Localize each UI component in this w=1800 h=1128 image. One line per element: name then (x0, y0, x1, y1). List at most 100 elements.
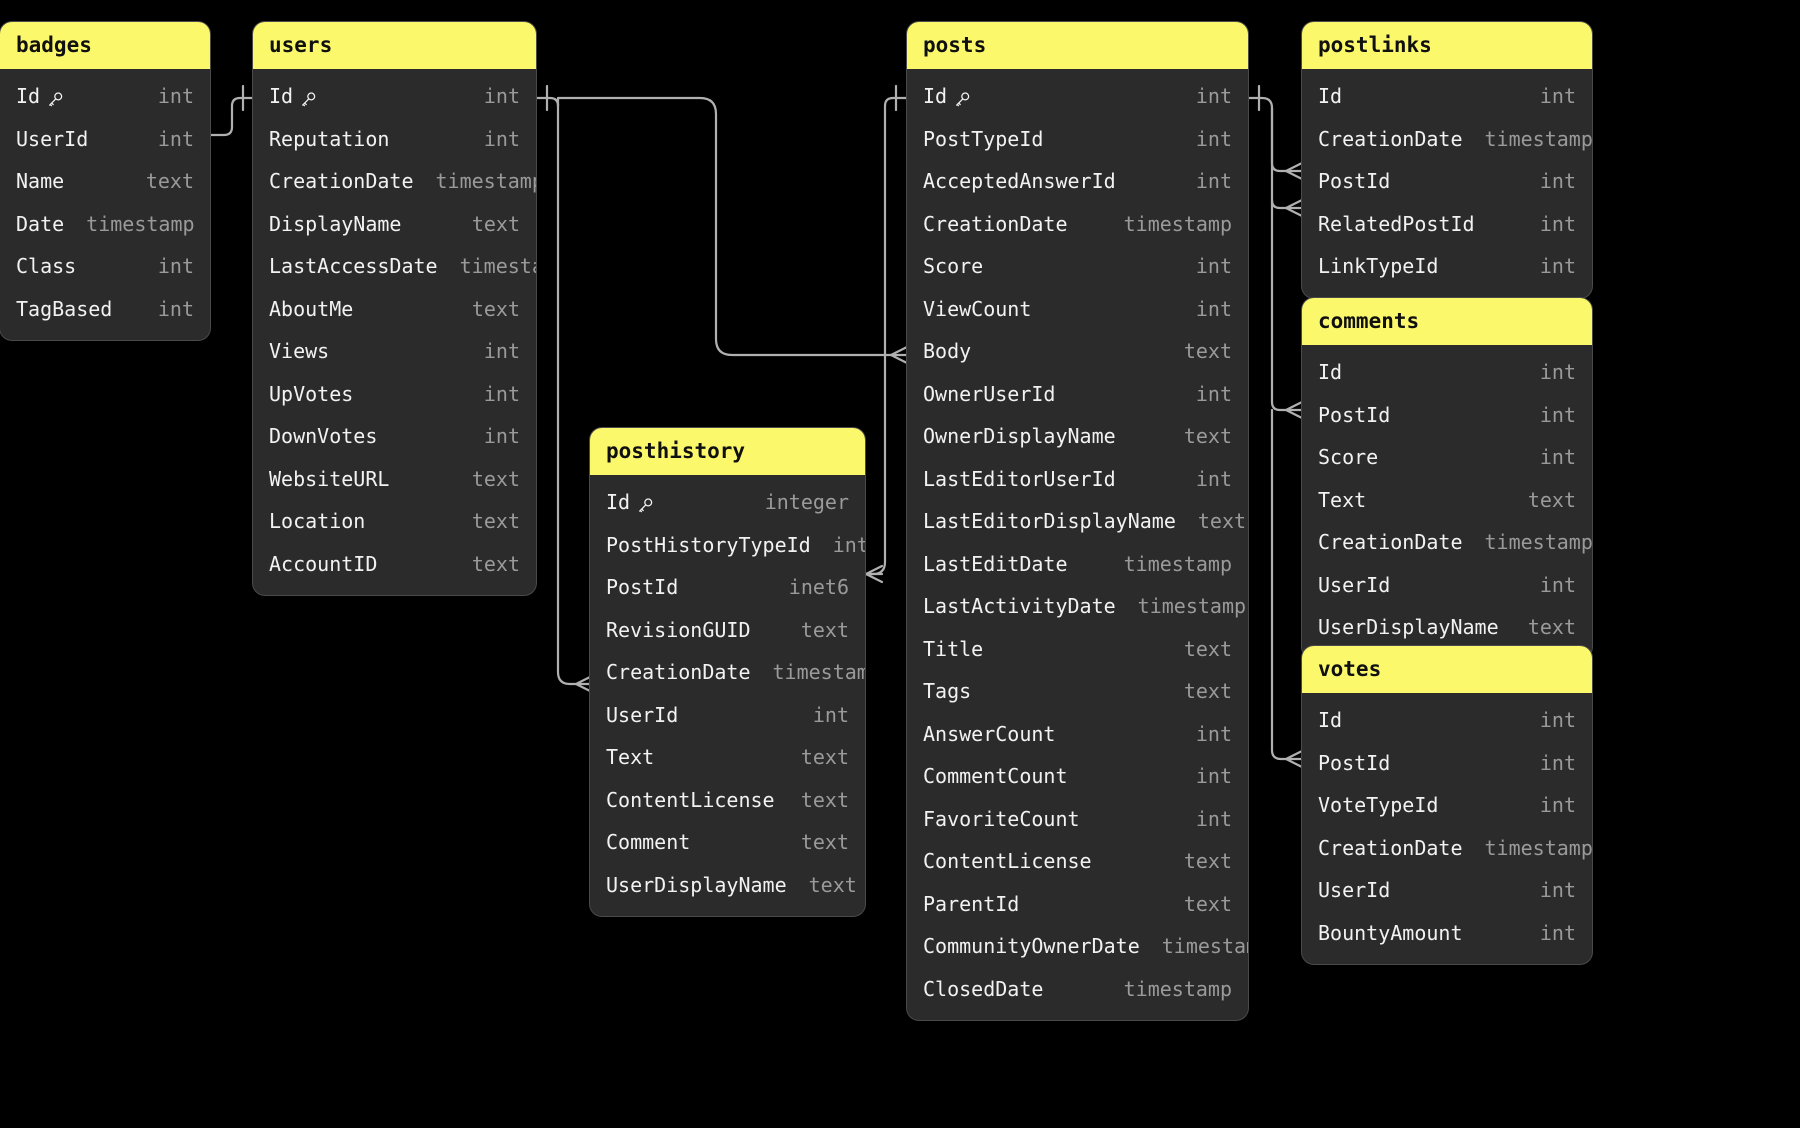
link-posts-postlinks-postid (1246, 84, 1304, 181)
column-name-wrapper: WebsiteURL (269, 467, 389, 491)
column-type: int (1539, 402, 1576, 427)
link-posts-votes (1270, 408, 1304, 769)
column-type: timestamp (1137, 594, 1247, 619)
column-name: Reputation (269, 126, 390, 151)
column-name-wrapper: Reputation (269, 127, 389, 151)
column-name-wrapper: ParentId (923, 892, 1019, 916)
column-name-wrapper: CreationDate (269, 169, 414, 193)
column-name: UpVotes (269, 381, 354, 406)
column-type: text (800, 617, 849, 642)
column-type: int (1539, 445, 1576, 470)
column-name: LastActivityDate (923, 594, 1116, 619)
column-name-wrapper: CreationDate (1318, 127, 1463, 151)
column-row[interactable]: AnswerCount int (907, 713, 1248, 756)
column-row[interactable]: CommunityOwnerDatetimestamp (907, 925, 1248, 968)
column-name-wrapper: ContentLicense (923, 849, 1092, 873)
column-name-wrapper: AnswerCount (923, 722, 1055, 746)
column-type: int (1195, 721, 1232, 746)
column-type: text (1527, 615, 1576, 640)
column-name: Text (1318, 487, 1367, 512)
column-name: PostId (606, 575, 679, 600)
column-row[interactable]: LastAccessDatetimestamp (253, 245, 536, 288)
column-name: PostHistoryTypeId (606, 532, 811, 557)
column-name-wrapper: CommunityOwnerDate (923, 934, 1140, 958)
column-name-wrapper: RelatedPostId (1318, 212, 1475, 236)
column-name-wrapper: Text (1318, 488, 1366, 512)
column-row[interactable]: LastActivityDate timestamp (907, 585, 1248, 628)
column-name-wrapper: PostTypeId (923, 127, 1043, 151)
